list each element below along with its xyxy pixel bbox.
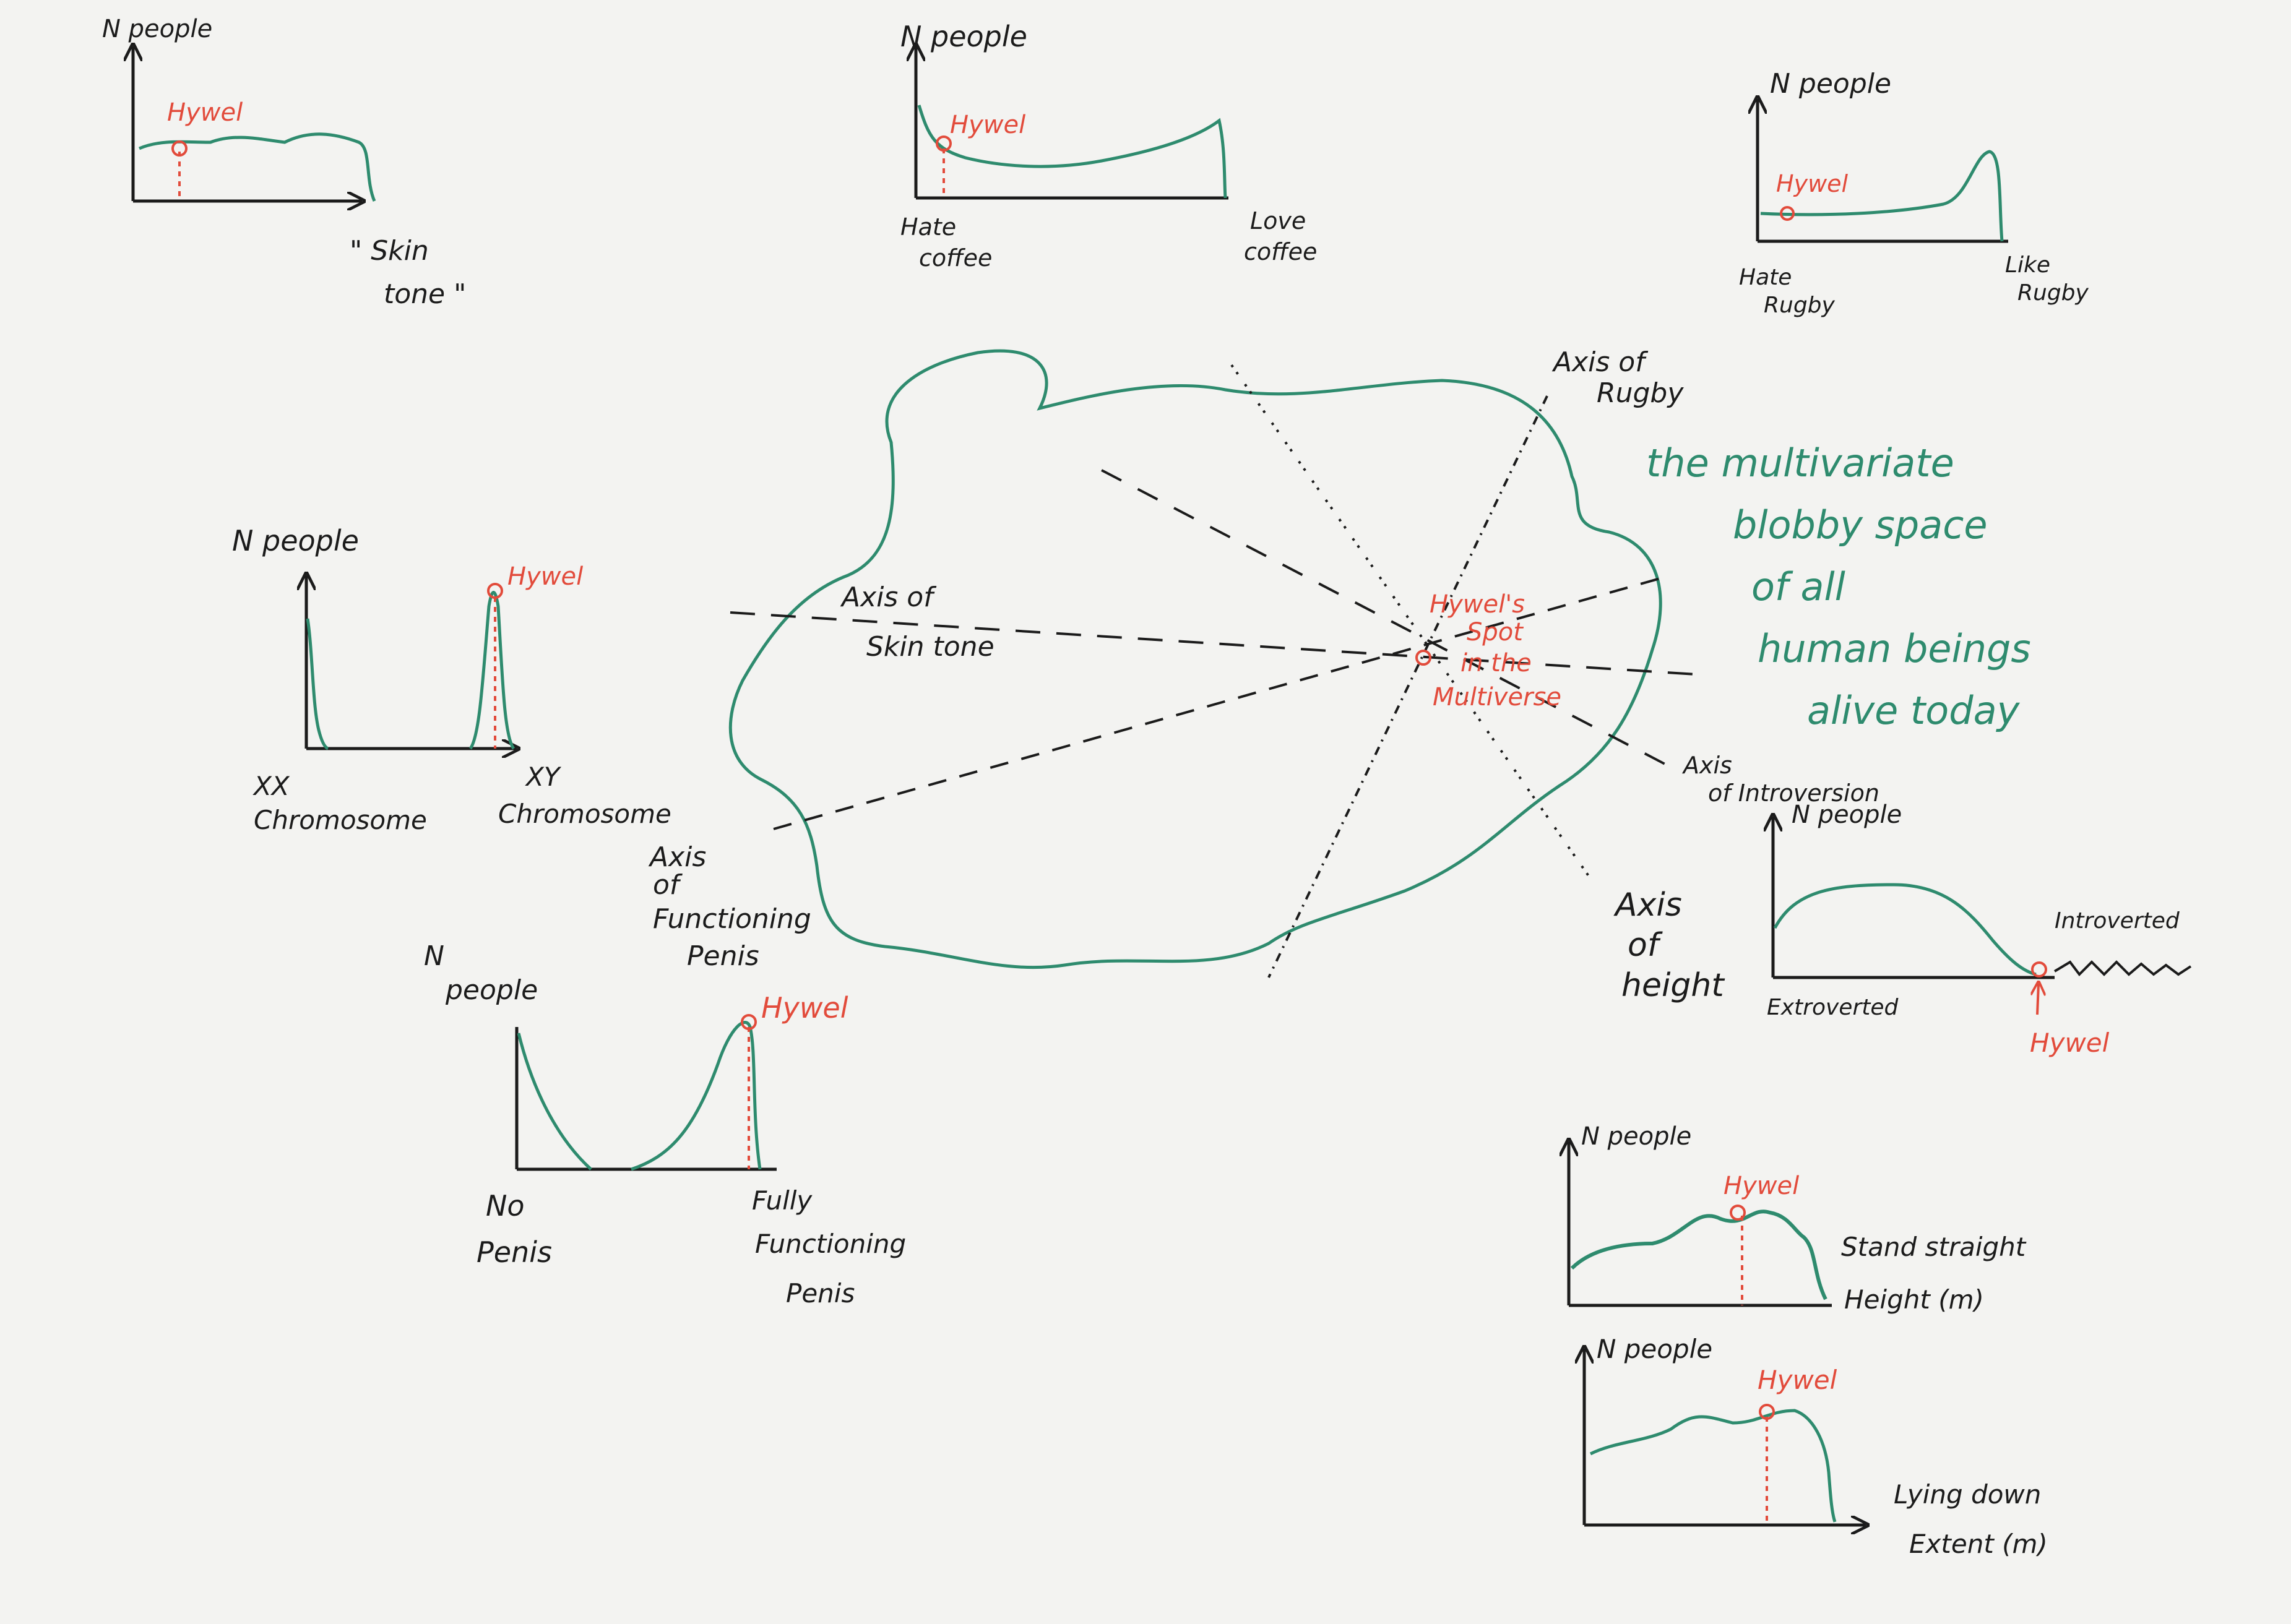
chart-lying-extent: Hywel N people Lying down Extent (m) [1584, 1334, 2050, 1559]
blob-description: the multivariate blobby space of all hum… [1646, 440, 2043, 733]
scribble-crossout [2053, 960, 2192, 977]
left-label: Extroverted [1767, 995, 1899, 1020]
chart-height: Hywel N people Stand straight Height (m) [1569, 1122, 2034, 1315]
left-label: XX Chromosome [252, 771, 427, 835]
blob-desc-line-2: blobby space [1733, 502, 1988, 548]
hywel-marker [1780, 206, 1795, 221]
axis-introversion-line [1101, 469, 1672, 768]
chart-coffee: Hywel N people Hate coffee Love coffee [900, 20, 1317, 272]
left-label: Hate coffee [900, 213, 992, 272]
y-axis-label: N people [1597, 1334, 1712, 1364]
axis-penis-label: Axis of Functioning Penis [648, 841, 820, 972]
right-label: Like Rugby [2005, 252, 2089, 306]
y-axis-label: N people [102, 15, 212, 43]
hywel-spot-line-4: Multiverse [1433, 683, 1561, 711]
chart-penis: Hywel N people No Penis Fully Functionin… [424, 940, 915, 1308]
hywel-spot-line-2: Spot [1467, 618, 1524, 647]
axis-skin-label: Axis of Skin tone [840, 582, 994, 663]
axis-introversion-label: Axis of Introversion [1681, 752, 1879, 807]
hywel-label: Hywel [761, 991, 848, 1025]
distribution-curve-xy [468, 591, 516, 750]
hywel-marker [171, 140, 188, 157]
axis-rugby-line [1267, 395, 1548, 978]
y-axis-label: N people [232, 524, 359, 557]
right-label: Introverted [2055, 908, 2180, 934]
distribution-curve [1570, 1209, 1827, 1300]
distribution-curve-right [631, 1021, 762, 1171]
hywel-marker [487, 583, 503, 599]
x-axis-label: Stand straight Height (m) [1841, 1232, 2034, 1315]
distribution-curve [1589, 1409, 1837, 1523]
y-axis-label: N people [1581, 1122, 1691, 1151]
hywel-label: Hywel [2030, 1028, 2110, 1058]
distribution-curve [139, 132, 376, 202]
right-label: Love coffee [1244, 207, 1317, 265]
chart-rugby: Hywel N people Hate Rugby Like Rugby [1739, 68, 2089, 318]
left-label: Hate Rugby [1739, 265, 1836, 318]
hywel-marker [1730, 1205, 1746, 1221]
x-axis-label: Lying down Extent (m) [1894, 1479, 2050, 1559]
blob-axes [730, 364, 1696, 978]
distribution-curve [1760, 150, 2004, 242]
axis-height-line [1230, 364, 1592, 880]
hywel-marker [741, 1014, 757, 1030]
x-axis-label: " Skin tone " [350, 235, 466, 310]
hywel-label: Hywel [507, 562, 583, 591]
blob-desc-line-5: alive today [1807, 688, 2021, 733]
left-label: No Penis [477, 1189, 552, 1269]
chart-introversion: Hywel N people Extroverted Introverted [1767, 801, 2192, 1058]
distribution-curve [1773, 883, 2037, 976]
right-label: Fully Functioning Penis [752, 1185, 915, 1308]
hywel-spot-line-3: in the [1460, 649, 1532, 677]
blob-outline [728, 349, 1662, 969]
right-label: XY Chromosome [498, 762, 671, 829]
chart-skin-tone: Hywel N people " Skin tone " [102, 15, 466, 310]
blob-desc-line-3: of all [1751, 564, 1845, 609]
distribution-curve [917, 105, 1227, 199]
hywel-spot-label: Hywel's Spot in the Multiverse [1430, 590, 1561, 711]
hywel-arrow [2037, 984, 2039, 1015]
hywel-marker [2031, 961, 2047, 977]
hywel-label: Hywel [1758, 1365, 1837, 1395]
y-axis-label: N people [900, 20, 1027, 53]
blob-desc-line-4: human beings [1758, 626, 2031, 671]
multivariate-blob: Hywel's Spot in the Multiverse the multi… [648, 346, 2043, 1004]
hywel-marker [1759, 1404, 1775, 1420]
y-axis-label: N people [1792, 801, 1902, 829]
blob-desc-line-1: the multivariate [1646, 440, 1954, 486]
hywel-spot-marker [1415, 650, 1431, 666]
axis-height-label: Axis of height [1613, 887, 1725, 1004]
axis-rugby-label: Axis of Rugby [1551, 346, 1684, 409]
axis-penis-line [773, 574, 1672, 830]
distribution-curve-xx [306, 618, 329, 750]
hywel-spot-line-1: Hywel's [1430, 590, 1525, 619]
hywel-label: Hywel [950, 111, 1025, 139]
hywel-label: Hywel [167, 98, 243, 127]
hywel-marker [936, 135, 952, 152]
y-axis-label: N people [1770, 68, 1891, 100]
hywel-label: Hywel [1776, 170, 1849, 197]
hywel-label: Hywel [1724, 1172, 1799, 1200]
y-axis-label: N people [424, 940, 538, 1006]
distribution-curve-left [517, 1033, 592, 1171]
chart-chromosome: Hywel N people XX Chromosome XY Chromoso… [232, 524, 671, 835]
